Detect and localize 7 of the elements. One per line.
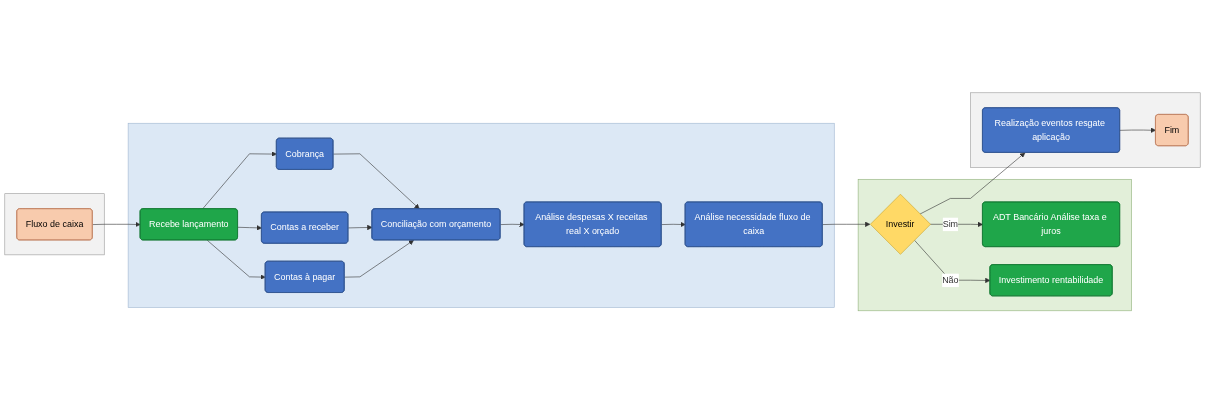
cluster	[4, 193, 105, 255]
cluster	[127, 122, 835, 308]
edge-label: Não	[942, 274, 959, 285]
edge-label: Sim	[942, 218, 959, 229]
cluster	[970, 92, 1201, 168]
cluster	[857, 178, 1132, 311]
node-diamond: Investir	[870, 193, 931, 255]
